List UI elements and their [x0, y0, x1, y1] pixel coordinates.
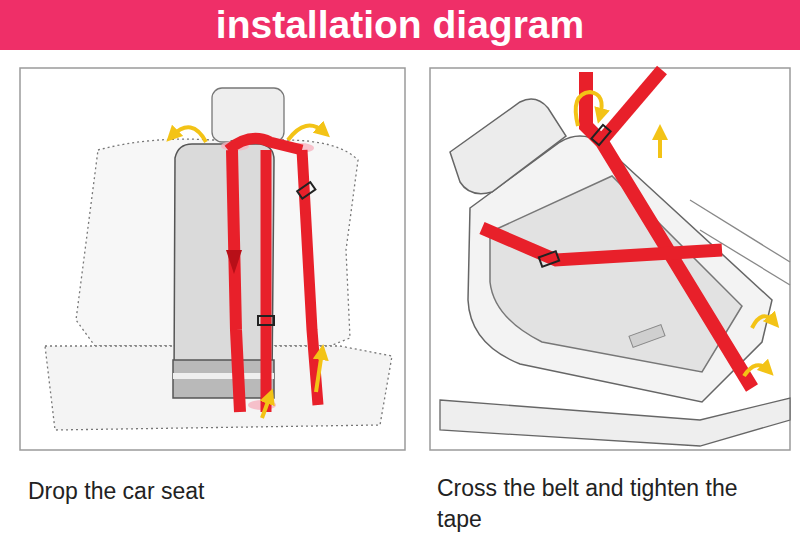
red-strap — [604, 70, 662, 138]
seat-cover — [490, 176, 742, 372]
red-strap — [586, 72, 752, 388]
strap-buckle — [297, 182, 315, 199]
yellow-arrow — [288, 126, 324, 140]
yellow-arrow — [262, 396, 270, 418]
right-panel — [430, 68, 790, 450]
panel-caption: Cross the belt and tighten the tape — [437, 473, 757, 535]
red-strap — [228, 138, 302, 150]
strap-buckle — [591, 125, 610, 145]
panel-frame — [430, 68, 790, 450]
strap-buckle — [539, 251, 559, 267]
headrest — [450, 99, 566, 194]
yellow-arrow — [658, 132, 662, 158]
strap-buckle — [258, 316, 274, 325]
red-strap — [261, 150, 272, 412]
yellow-arrow — [172, 127, 206, 142]
yellow-arrow — [752, 316, 774, 328]
reflective-stripe — [173, 373, 274, 379]
red-strap — [482, 228, 722, 260]
seat-cover — [174, 144, 274, 382]
left-panel — [20, 68, 405, 450]
panel-caption: Drop the car seat — [28, 476, 388, 506]
red-strap — [232, 150, 240, 412]
yellow-arrow — [744, 365, 768, 376]
panel-frame — [20, 68, 405, 450]
seat-cushion — [440, 398, 790, 446]
yellow-arrow — [316, 352, 322, 392]
cover-bottom-band — [173, 360, 274, 398]
yellow-arrow — [576, 92, 602, 126]
cover-tag — [629, 325, 665, 348]
title-banner — [0, 0, 800, 50]
title-text: installation diagram — [0, 2, 800, 48]
direction-arrow — [226, 250, 242, 274]
